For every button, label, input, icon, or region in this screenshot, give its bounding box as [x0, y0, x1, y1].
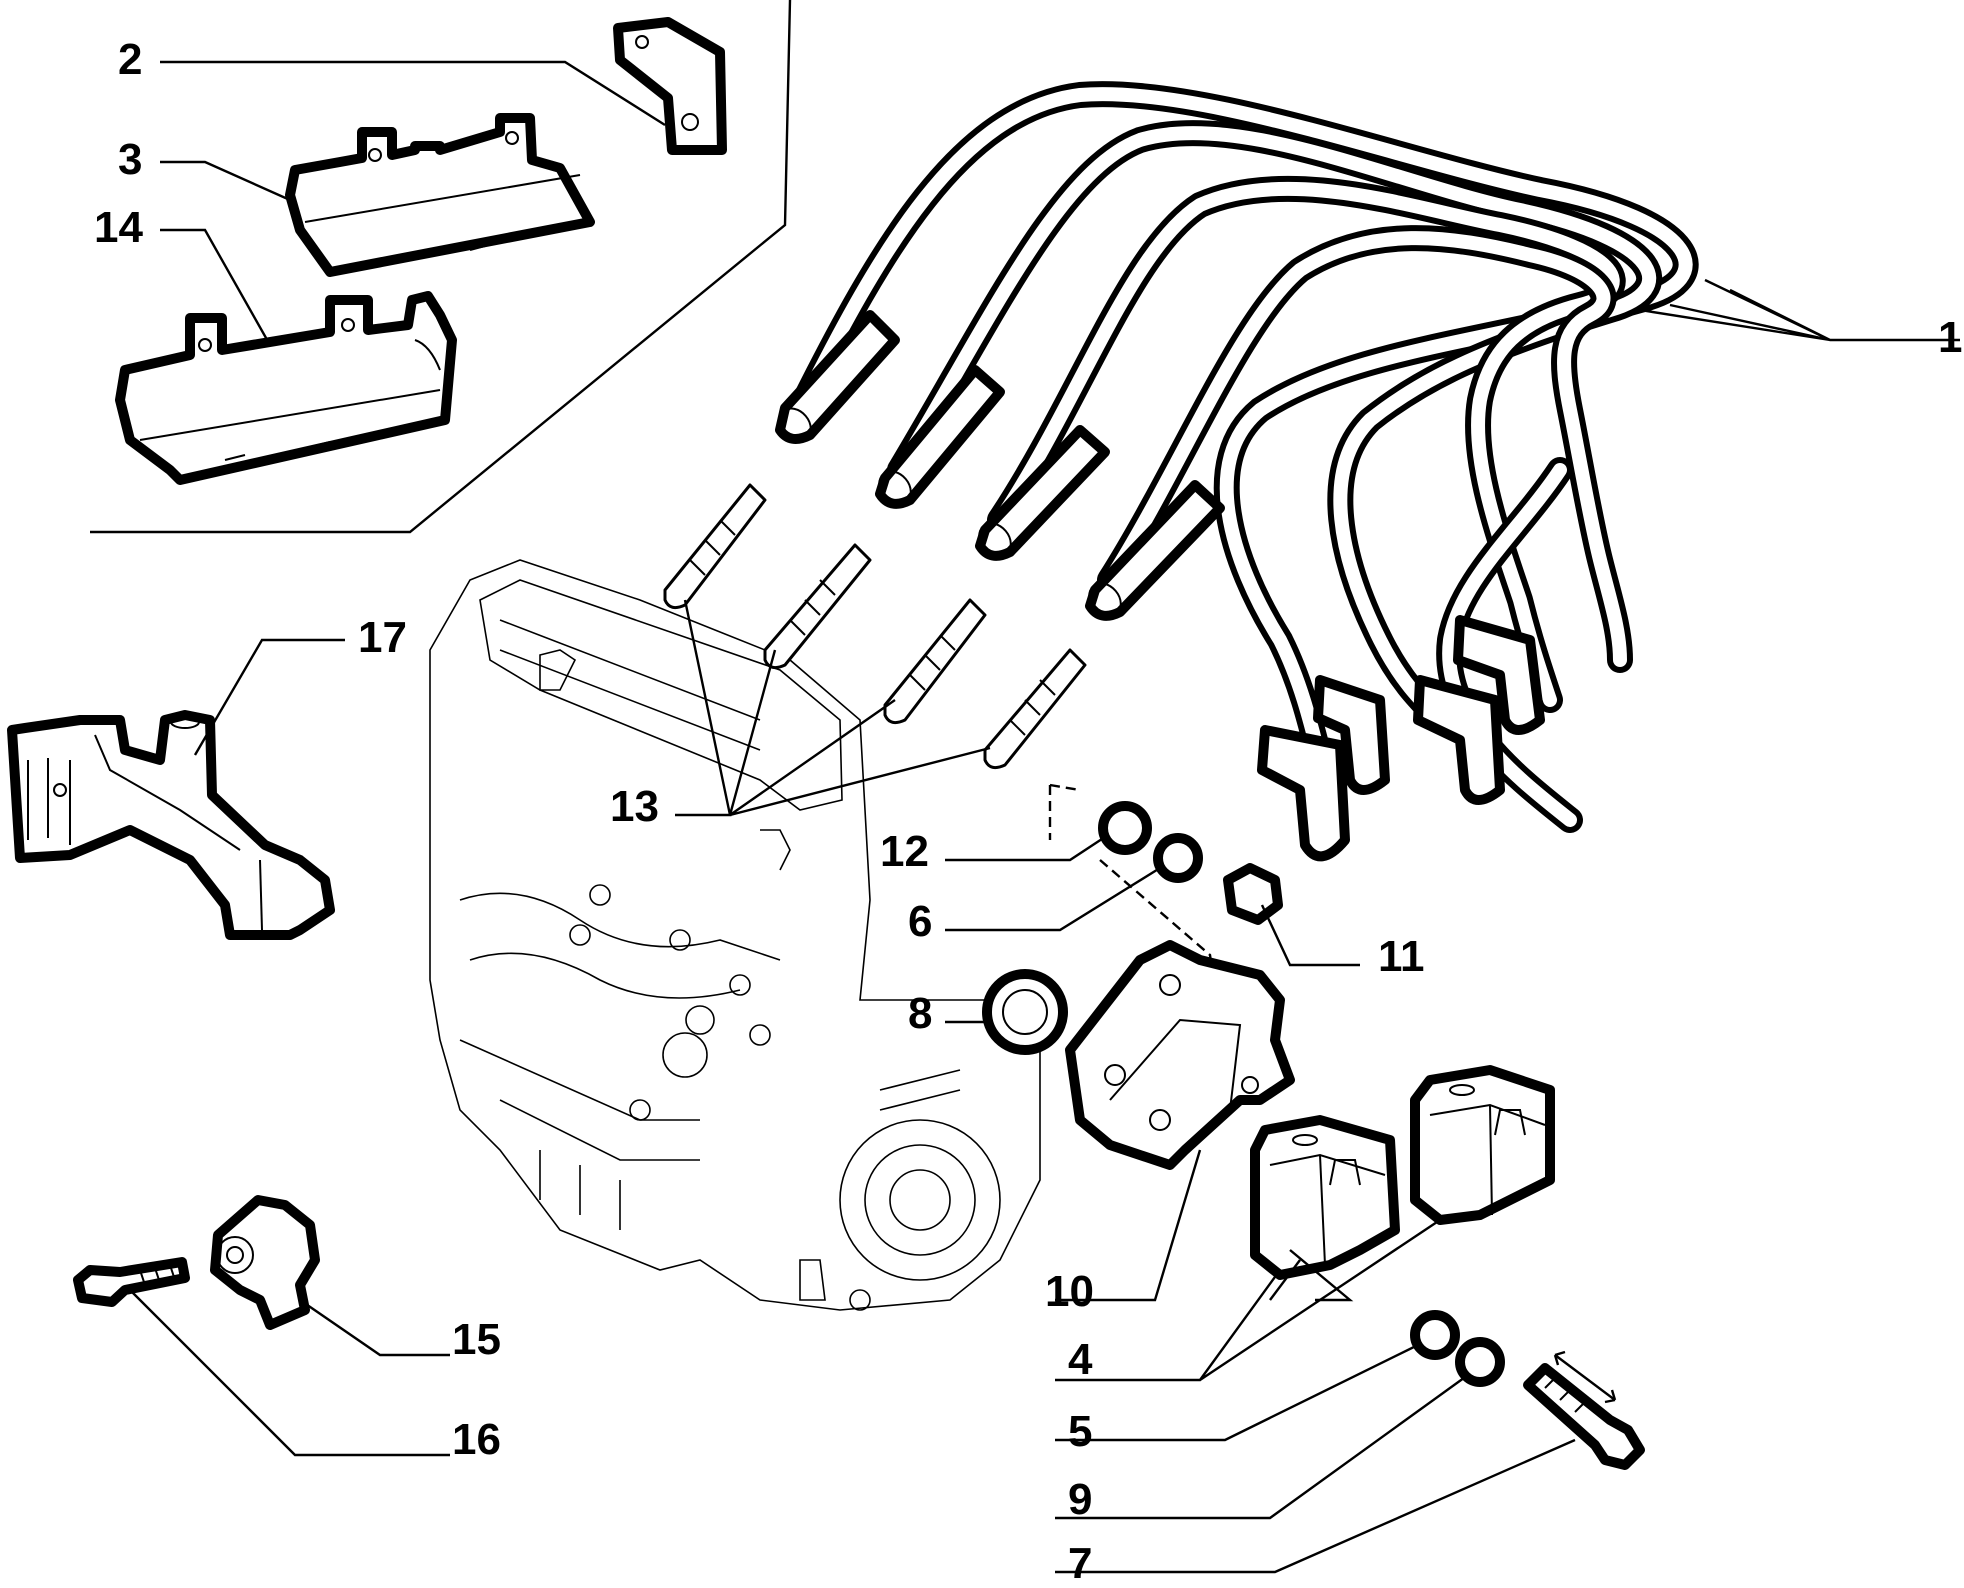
- inset-divider: [90, 0, 792, 534]
- part-8-o-ring: [982, 969, 1068, 1055]
- part-2-bracket: [613, 17, 727, 155]
- callout-3: 3: [118, 135, 143, 184]
- callout-15: 15: [452, 1315, 501, 1364]
- leader-lines: [129, 60, 1960, 1574]
- part-12-washer: [1098, 801, 1152, 855]
- callout-17: 17: [358, 613, 407, 662]
- part-5-washer: [1410, 1310, 1460, 1360]
- callout-10: 10: [1045, 1267, 1094, 1316]
- part-3-coil-cover: [285, 113, 595, 277]
- part-13-spark-plugs: [663, 483, 1087, 770]
- callout-14: 14: [94, 203, 143, 252]
- engine-block: [429, 559, 1041, 1311]
- callout-13: 13: [610, 782, 659, 831]
- part-6-washer: [1153, 833, 1203, 883]
- callout-12: 12: [880, 827, 929, 876]
- callout-8: 8: [908, 989, 933, 1038]
- callout-9: 9: [1068, 1475, 1093, 1524]
- callout-1: 1: [1938, 313, 1963, 362]
- callout-2: 2: [118, 35, 143, 84]
- part-10-coil-support: [1065, 940, 1295, 1170]
- part-4-ignition-coils: [1250, 1065, 1555, 1280]
- part-15-knock-sensor: [210, 1195, 320, 1330]
- part-1-ignition-cables: [775, 81, 1699, 862]
- part-17-bracket: [7, 710, 335, 940]
- callout-11: 11: [1378, 932, 1425, 981]
- part-7-bolt: [1523, 1350, 1645, 1470]
- callout-4: 4: [1068, 1335, 1093, 1384]
- part-11-nut: [1223, 863, 1283, 925]
- callout-5: 5: [1068, 1407, 1093, 1456]
- part-14-coil-cover: [115, 291, 457, 485]
- part-9-washer: [1455, 1337, 1505, 1387]
- callout-7: 7: [1068, 1539, 1093, 1588]
- part-16-bolt: [73, 1257, 190, 1307]
- callout-16: 16: [452, 1415, 501, 1464]
- callout-6: 6: [908, 897, 933, 946]
